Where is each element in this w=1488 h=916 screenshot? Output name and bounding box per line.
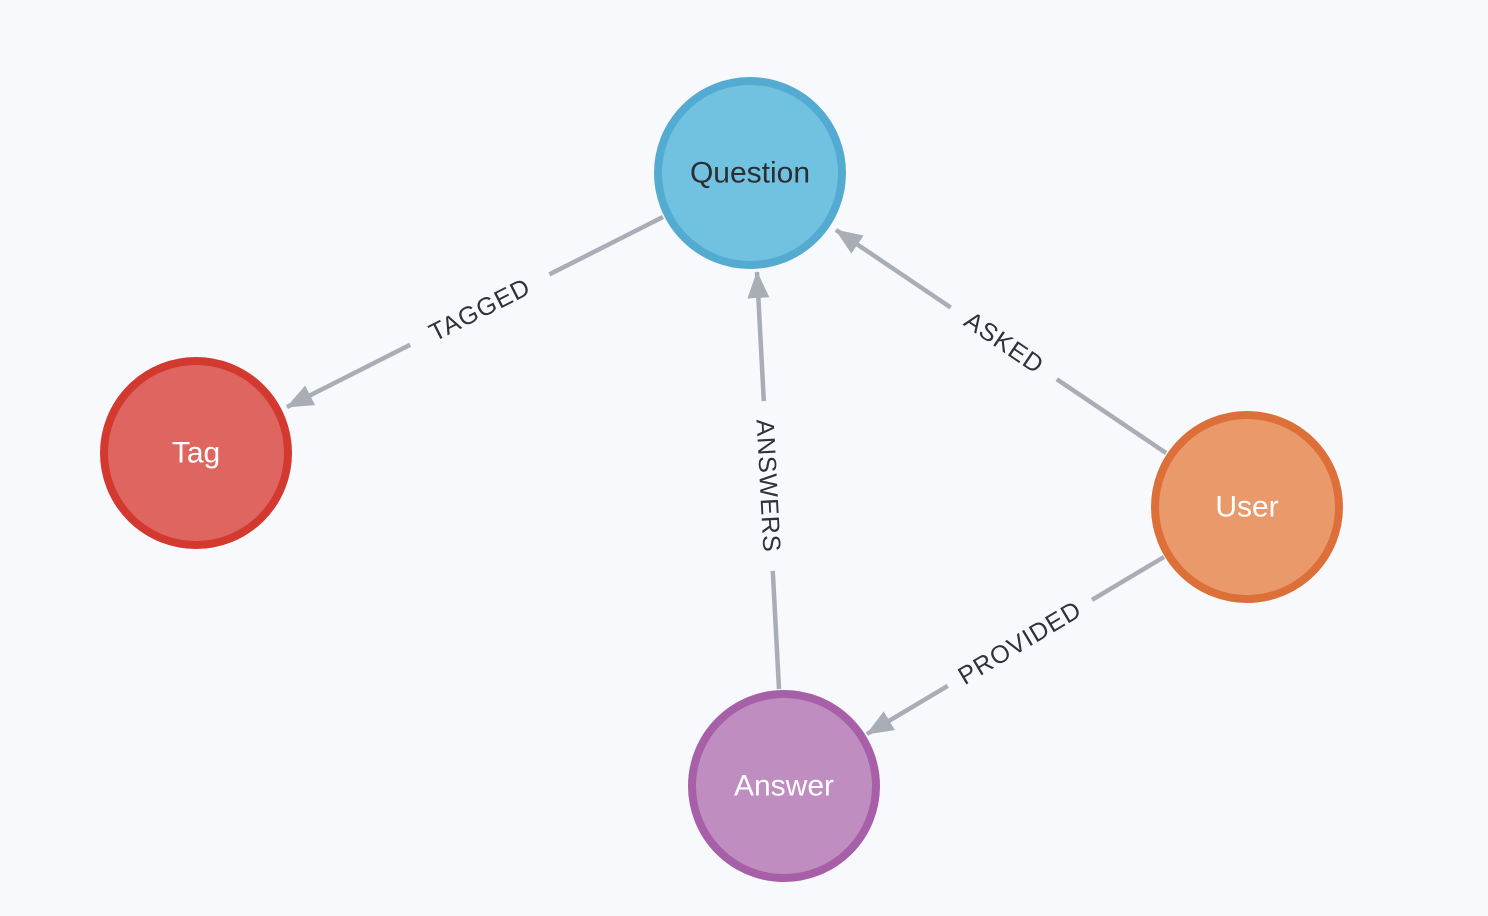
node-answer[interactable]: Answer (688, 690, 880, 882)
relationship-answers[interactable]: ANSWERS (746, 271, 790, 690)
relationship-answers-label-background (746, 400, 790, 572)
relationship-tagged-label-background (402, 259, 558, 361)
node-answer-circle[interactable] (688, 690, 880, 882)
node-question-circle[interactable] (654, 77, 846, 269)
relationship-provided-label-background (939, 585, 1101, 701)
relationship-asked-label-background (941, 293, 1067, 393)
relationship-answers-label[interactable]: ANSWERS (751, 419, 786, 554)
node-tag[interactable]: Tag (100, 357, 292, 549)
node-tag-circle[interactable] (100, 357, 292, 549)
node-user[interactable]: User (1151, 411, 1343, 603)
node-question[interactable]: Question (654, 77, 846, 269)
node-user-circle[interactable] (1151, 411, 1343, 603)
